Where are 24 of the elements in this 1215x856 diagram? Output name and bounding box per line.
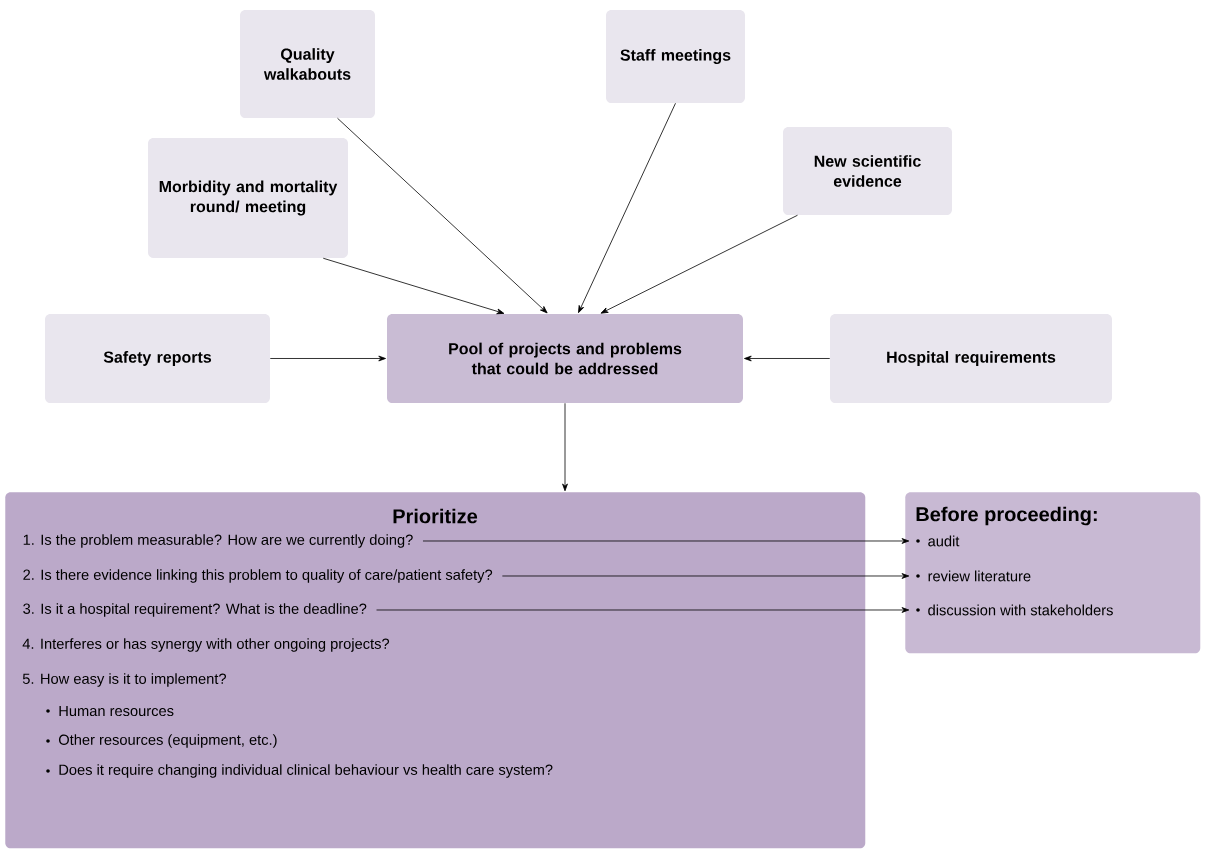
arrow [322, 257, 505, 315]
bullet-item: review literature [916, 570, 1031, 582]
source-box: Staff meetings [606, 10, 745, 103]
arrow [562, 402, 568, 492]
bullet-item: discussion with stakeholders [916, 604, 1113, 616]
source-box: Safety reports [45, 314, 270, 403]
arrow [600, 214, 798, 314]
arrow [422, 538, 910, 544]
source-box: Hospital requirements [830, 314, 1112, 403]
source-box: Morbidity and mortality round/ meeting [148, 138, 348, 258]
pool-box: Pool of projects and problems that could be addressed [387, 314, 743, 403]
arrow [376, 607, 910, 613]
list-item: 2. Is there evidence linking this problem to quality of care/patient safety? [23, 569, 493, 583]
arrow [578, 102, 676, 314]
source-box: Quality walkabouts [240, 10, 375, 118]
bullet-item: audit [916, 535, 960, 547]
source-box: New scientific evidence [783, 127, 952, 215]
arrow [744, 355, 831, 362]
list-item: 3. Is it a hospital requirement? What is the deadline? [23, 603, 367, 617]
node-label: audit [928, 535, 960, 547]
list-item: 1. Is the problem measurable? How are we currently doing? [23, 534, 413, 548]
arrow [269, 355, 386, 362]
arrow [501, 573, 910, 579]
arrow [337, 117, 548, 314]
